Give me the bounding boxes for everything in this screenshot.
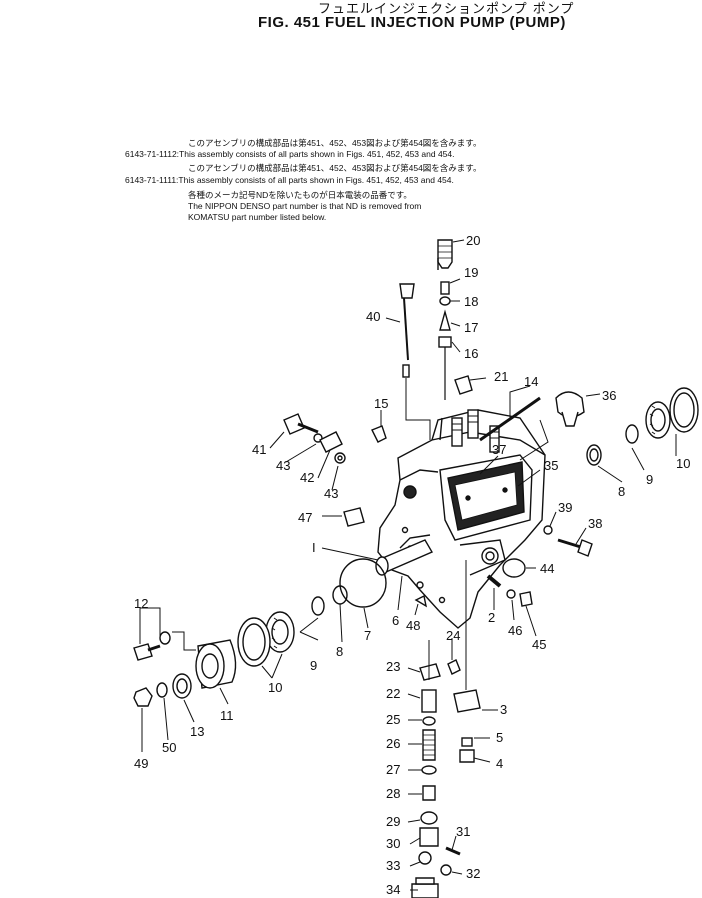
delivery-valve-holders	[451, 409, 500, 453]
part-15	[371, 425, 387, 443]
leader-lines	[139, 239, 677, 891]
washer-39	[543, 525, 553, 535]
callout-42: 42	[300, 470, 314, 485]
callout-29: 29	[386, 814, 400, 829]
callout-21: 21	[494, 369, 508, 384]
note-jp-2: このアセンブリの構成部品は第451、452、453図および第454図を含みます。	[188, 163, 482, 173]
callout-I: I	[312, 540, 316, 555]
bolt-41	[283, 413, 319, 435]
control-rod-40	[399, 283, 431, 440]
washer-50	[156, 682, 168, 698]
callout-10-right: 10	[676, 456, 690, 471]
callout-28: 28	[386, 786, 400, 801]
callout-47: 47	[298, 510, 312, 525]
callout-40: 40	[366, 309, 380, 324]
callout-30: 30	[386, 836, 400, 851]
callout-38: 38	[588, 516, 602, 531]
pump-housing	[377, 409, 546, 629]
callout-8-left: 8	[336, 644, 343, 659]
washer-43-lower	[334, 452, 346, 464]
callout-7: 7	[364, 628, 371, 643]
callout-15: 15	[374, 396, 388, 411]
title-japanese: フュエルインジェクションポンプ ポンプ	[318, 2, 575, 17]
gasket-7	[339, 558, 387, 608]
stud-2	[486, 574, 502, 588]
callout-45: 45	[532, 637, 546, 652]
callout-25: 25	[386, 712, 400, 727]
note-en-2: 6143-71-1111:This assembly consists of a…	[125, 175, 454, 185]
callout-23: 23	[386, 659, 400, 674]
callout-43-upper: 43	[276, 458, 290, 473]
figure-title: FIG. 451 FUEL INJECTION PUMP (PUMP)	[258, 14, 566, 31]
callout-49: 49	[134, 756, 148, 771]
callout-14: 14	[524, 374, 538, 389]
bolt-38	[557, 538, 593, 557]
nut-45	[519, 591, 533, 607]
note-en-1: 6143-71-1112:This assembly consists of a…	[125, 149, 455, 159]
callout-24: 24	[446, 628, 460, 643]
callout-8-right: 8	[618, 484, 625, 499]
callout-3: 3	[500, 702, 507, 717]
callout-22: 22	[386, 686, 400, 701]
washer-46	[506, 589, 516, 599]
callout-50: 50	[162, 740, 176, 755]
callout-18: 18	[464, 294, 478, 309]
callout-33: 33	[386, 858, 400, 873]
callout-4: 4	[496, 756, 503, 771]
part-21	[454, 375, 473, 395]
part-42	[319, 431, 343, 453]
right-bearing-assembly	[586, 387, 699, 466]
part-47	[343, 507, 365, 527]
part-36	[555, 391, 585, 427]
callout-39: 39	[558, 500, 572, 515]
nut-49	[133, 687, 153, 707]
callout-10-left: 10	[268, 680, 282, 695]
callout-9-left: 9	[310, 658, 317, 673]
callout-43-lower: 43	[324, 486, 338, 501]
callout-16: 16	[464, 346, 478, 361]
left-bearing-assembly	[172, 611, 295, 699]
callout-48: 48	[406, 618, 420, 633]
note-jp-1: このアセンブリの構成部品は第451、452、453図および第454図を含みます。	[188, 138, 482, 148]
callout-19: 19	[464, 265, 478, 280]
callout-13: 13	[190, 724, 204, 739]
callout-44: 44	[540, 561, 554, 576]
callout-46: 46	[508, 623, 522, 638]
callout-37: 37	[492, 442, 506, 457]
top-stack-parts	[437, 239, 453, 400]
callout-9-right: 9	[646, 472, 653, 487]
callout-2: 2	[488, 610, 495, 625]
callout-34: 34	[386, 882, 400, 897]
callout-20: 20	[466, 233, 480, 248]
note-en-4: KOMATSU part number listed below.	[188, 212, 327, 222]
callout-26: 26	[386, 736, 400, 751]
callout-labels: 20 19 18 17 16 40 21 14 36 15 41 43 42 4…	[134, 233, 690, 897]
ring-9-left	[311, 596, 325, 616]
callout-32: 32	[466, 866, 480, 881]
note-jp-3: 各種のメーカ記号NDを除いたものが日本電装の品番です。	[188, 190, 412, 200]
callout-36: 36	[602, 388, 616, 403]
callout-27: 27	[386, 762, 400, 777]
callout-11: 11	[220, 708, 234, 723]
callout-6: 6	[392, 613, 399, 628]
drive-shaft	[375, 534, 434, 576]
callout-35: 35	[544, 458, 558, 473]
callout-12: 12	[134, 596, 148, 611]
o-ring-44	[502, 558, 526, 578]
bolt-12	[133, 631, 171, 661]
callout-5: 5	[496, 730, 503, 745]
callout-41: 41	[252, 442, 266, 457]
part-48	[414, 594, 427, 608]
note-en-3: The NIPPON DENSO part number is that ND …	[188, 201, 422, 211]
lower-stack-parts	[411, 560, 481, 898]
callout-17: 17	[464, 320, 478, 335]
callout-31: 31	[456, 824, 470, 839]
washer-43-upper	[313, 433, 323, 443]
